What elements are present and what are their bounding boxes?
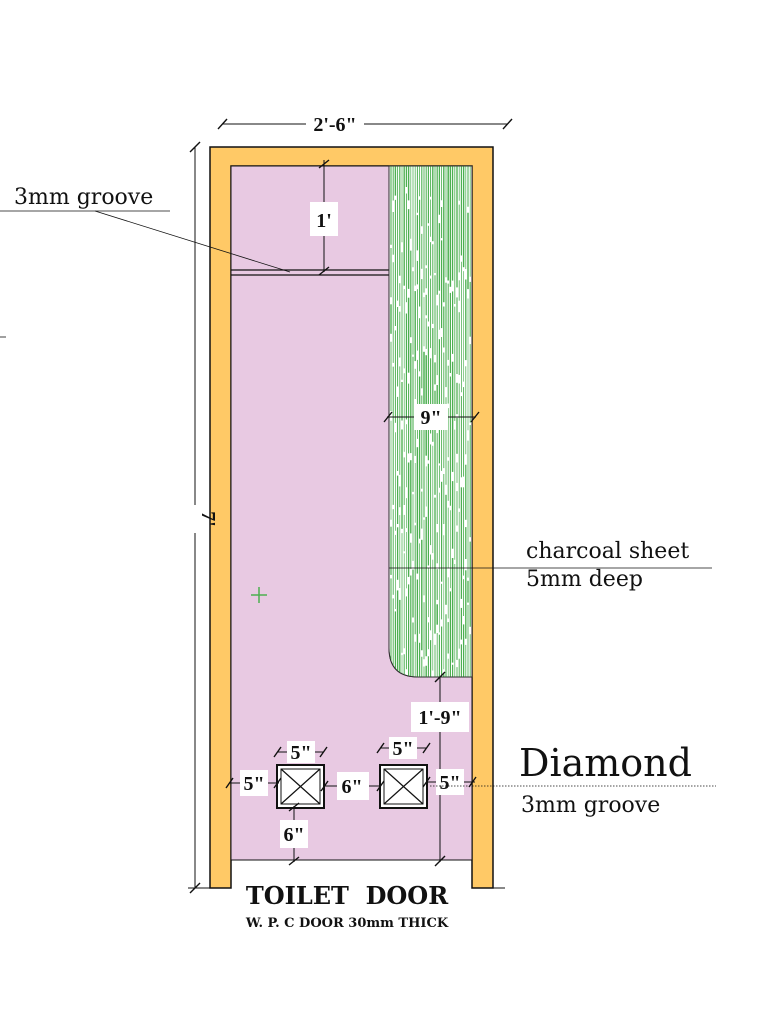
diamond-left-size-dimension: 5" (273, 741, 328, 764)
charcoal-width-dimension-label: 9" (420, 407, 441, 429)
diamond-right-size-label: 5" (392, 738, 413, 760)
charcoal-sheet (388, 165, 473, 678)
right-margin-label: 5" (439, 772, 460, 794)
groove-top-note: 3mm groove (0, 185, 291, 338)
width-dimension-label: 2'-6" (313, 114, 356, 136)
diamond-right-size-dimension: 5" (376, 737, 431, 760)
top-groove-dimension: 1' (310, 159, 338, 276)
between-diamonds-label: 6" (341, 776, 362, 798)
width-dimension: 2'-6" (217, 112, 513, 136)
top-groove (231, 269, 389, 276)
title-main: TOILET DOOR (246, 881, 449, 910)
between-diamonds-dimension: 6" (320, 772, 385, 800)
bottom-margin-label: 6" (283, 824, 304, 846)
charcoal-note-line2: 5mm deep (526, 567, 643, 592)
height-dimension-label: 7' (197, 511, 219, 527)
diamond-note-sub: 3mm groove (521, 793, 660, 818)
right-margin-dimension: 5" (422, 769, 477, 795)
charcoal-width-dimension: 9" (383, 404, 480, 430)
charcoal-note: charcoal sheet 5mm deep (389, 539, 712, 592)
diamond-groove-left (276, 764, 325, 809)
height-dimension: 7' (185, 141, 505, 894)
diamond-note: Diamond 3mm groove (430, 741, 716, 818)
diamond-groove-right (379, 764, 428, 809)
title-sub: W. P. C DOOR 30mm THICK (245, 916, 449, 931)
diamond-note-title: Diamond (519, 741, 692, 785)
charcoal-bottom-gap-dimension: 1'-9" (411, 671, 469, 867)
groove-top-note-label: 3mm groove (14, 185, 153, 210)
left-margin-label: 5" (243, 773, 264, 795)
center-cross-mark (251, 587, 267, 603)
left-margin-dimension: 5" (225, 770, 282, 796)
charcoal-note-line1: charcoal sheet (526, 539, 689, 564)
diamond-left-size-label: 5" (290, 742, 311, 764)
charcoal-bottom-gap-dimension-label: 1'-9" (418, 707, 461, 729)
title-block: TOILET DOOR W. P. C DOOR 30mm THICK (245, 881, 449, 931)
bottom-margin-dimension: 6" (280, 802, 308, 866)
top-groove-dimension-label: 1' (316, 210, 332, 232)
